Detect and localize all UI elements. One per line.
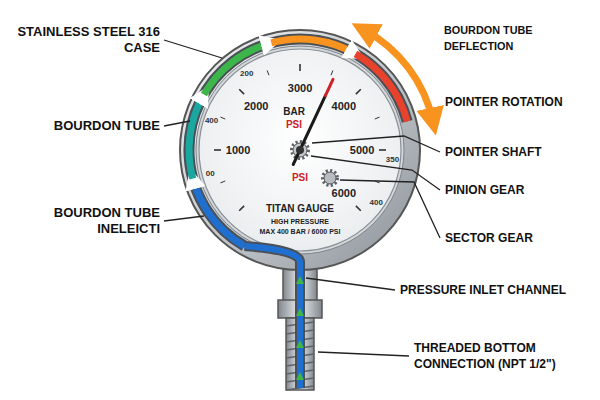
bourdon-tube [356, 54, 408, 121]
pinion-gear-teeth [292, 142, 309, 159]
callout-label: POINTER ROTATION [445, 94, 563, 110]
callout-label: POINTER SHAFT [445, 144, 542, 160]
inlet-channel-outline [245, 246, 301, 388]
scale-tick [299, 64, 301, 71]
scale-tick [379, 149, 386, 151]
leader-line [312, 136, 440, 152]
scale-tick [221, 181, 226, 183]
leader-line [164, 40, 222, 58]
callout-label: PRESSURE INLET CHANNEL [400, 282, 566, 298]
bourdon-tube [271, 39, 355, 54]
pointer-shaft [296, 146, 304, 154]
unit-label: PSI [286, 120, 302, 130]
sector-gear [324, 172, 336, 184]
bourdon-tube [193, 179, 245, 246]
callout-label: BOURDON TUBE [10, 118, 160, 134]
scale-tick [331, 71, 333, 76]
psi-scale-number: 4000 [332, 101, 356, 112]
pinion-gear [293, 143, 307, 157]
dial-face [199, 49, 401, 251]
unit-label: BAR [283, 107, 305, 117]
psi-scale-number: 2000 [244, 101, 268, 112]
psi-scale-number: 6000 [332, 188, 356, 199]
callout-label: BOURDON TUBE INELEICTI [10, 205, 160, 237]
callout-label: PINION GEAR [445, 182, 524, 198]
scale-tick [221, 117, 226, 119]
scale-tick [375, 117, 380, 119]
psi-scale-number: 5000 [350, 145, 374, 156]
bourdon-tube [189, 95, 204, 179]
bourdon-tube [204, 43, 271, 95]
bar-scale-number: 200 [240, 70, 253, 78]
leader-line [164, 216, 204, 221]
dial-text: HIGH PRESSURE [271, 218, 329, 225]
bourdon-tube-outline [189, 39, 407, 246]
scale-tick [239, 89, 244, 94]
scale-tick [356, 89, 361, 94]
scale-tick [267, 71, 269, 76]
callout-label: BOURDON TUBE DEFLECTION [444, 22, 594, 54]
deflection-arrow [364, 30, 433, 122]
bezel [196, 46, 404, 254]
flow-arrows [296, 276, 304, 380]
callout-label: SECTOR GEAR [445, 230, 533, 246]
brand-name: TITAN GAUGE [266, 204, 334, 214]
scale-ticks [214, 64, 386, 211]
gauge-case [180, 30, 420, 270]
inlet-channel [245, 246, 301, 388]
leader-line [306, 278, 395, 290]
callout-label: STAINLESS STEEL 316 CASE [10, 24, 160, 56]
unit-label: PSI [292, 173, 308, 183]
bar-scale-number: 350 [386, 156, 399, 164]
bar-scale-number: 400 [370, 199, 383, 207]
leader-line [164, 121, 190, 126]
psi-scale-number: 1000 [226, 145, 250, 156]
leader-line [311, 156, 440, 190]
dial-text: MAX 400 BAR / 6000 PSI [260, 228, 341, 235]
scale-tick [239, 206, 244, 211]
bar-scale-number: 400 [205, 117, 218, 125]
scale-tick [356, 206, 361, 211]
callout-label: THREADED BOTTOM CONNECTION (NPT 1/2") [414, 340, 592, 372]
leader-line [318, 352, 409, 356]
sector-gear-teeth [323, 171, 338, 186]
psi-scale-number: 3000 [288, 83, 312, 94]
bar-scale-number: 00 [206, 170, 215, 178]
pointer-tip [325, 79, 333, 95]
scale-tick [214, 149, 221, 151]
pointer [293, 96, 325, 165]
